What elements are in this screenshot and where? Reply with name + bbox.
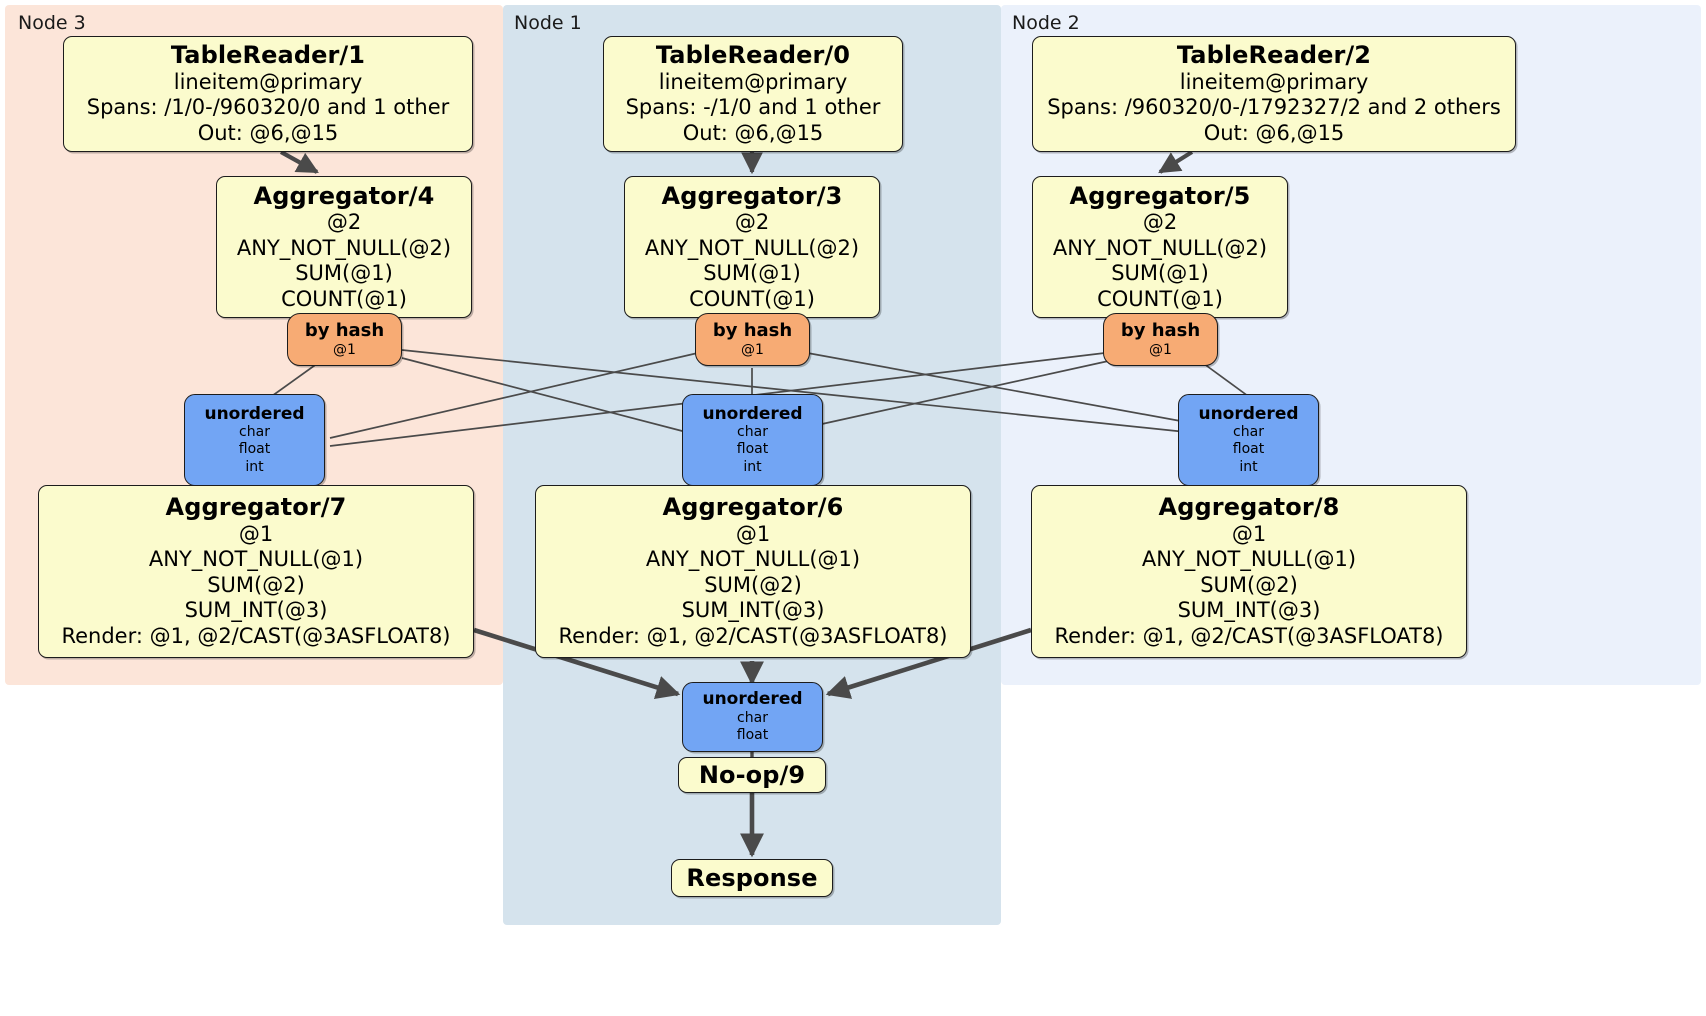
router-title: by hash xyxy=(1120,319,1201,341)
sync-line: float xyxy=(736,727,769,744)
node-line: SUM(@2) xyxy=(207,572,305,597)
table-reader-1[interactable]: TableReader/1 lineitem@primary Spans: /1… xyxy=(63,36,473,152)
node-line: Out: @6,@15 xyxy=(682,120,824,145)
router-title: by hash xyxy=(304,319,385,341)
sync-title: unordered xyxy=(204,403,305,424)
no-op-9[interactable]: No-op/9 xyxy=(678,757,826,793)
node-title: TableReader/1 xyxy=(170,41,366,70)
aggregator-8[interactable]: Aggregator/8 @1 ANY_NOT_NULL(@1) SUM(@2)… xyxy=(1031,485,1467,658)
sync-title: unordered xyxy=(702,403,803,424)
node-line: COUNT(@1) xyxy=(1097,286,1223,311)
router-line: @1 xyxy=(741,341,764,358)
router-by-hash-node1[interactable]: by hash @1 xyxy=(695,313,810,366)
node-line: @2 xyxy=(1142,209,1178,234)
sync-line: float xyxy=(1232,441,1265,458)
node-title: Response xyxy=(686,863,818,892)
router-by-hash-node3[interactable]: by hash @1 xyxy=(287,313,402,366)
sync-line: int xyxy=(1239,458,1258,475)
node-line: @1 xyxy=(735,521,771,546)
node-line: lineitem@primary xyxy=(658,69,848,94)
node-line: Out: @6,@15 xyxy=(1203,120,1345,145)
node-title: Aggregator/4 xyxy=(253,181,435,210)
node-line: @2 xyxy=(734,209,770,234)
router-title: by hash xyxy=(712,319,793,341)
node-title: No-op/9 xyxy=(698,760,806,789)
node-line: SUM(@2) xyxy=(704,572,802,597)
sync-title: unordered xyxy=(702,689,803,710)
sync-line: int xyxy=(245,458,264,475)
table-reader-2[interactable]: TableReader/2 lineitem@primary Spans: /9… xyxy=(1032,36,1516,152)
sync-line: float xyxy=(238,441,271,458)
node-line: ANY_NOT_NULL(@1) xyxy=(1141,547,1357,572)
node-line: COUNT(@1) xyxy=(689,286,815,311)
cluster-label-node1: Node 1 xyxy=(514,12,582,34)
node-line: SUM(@1) xyxy=(1111,261,1209,286)
node-line: SUM(@1) xyxy=(703,261,801,286)
synchronizer-unordered-final[interactable]: unordered char float xyxy=(682,682,823,752)
node-line: SUM_INT(@3) xyxy=(1177,598,1321,623)
sync-line: char xyxy=(737,423,768,440)
node-title: Aggregator/3 xyxy=(661,181,843,210)
sync-title: unordered xyxy=(1198,403,1299,424)
node-line: Spans: /1/0-/960320/0 and 1 other xyxy=(86,95,450,120)
node-title: Aggregator/7 xyxy=(165,493,347,522)
node-title: Aggregator/6 xyxy=(662,493,844,522)
sync-line: char xyxy=(737,709,768,726)
node-line: lineitem@primary xyxy=(1179,69,1369,94)
node-line: ANY_NOT_NULL(@2) xyxy=(644,235,860,260)
aggregator-7[interactable]: Aggregator/7 @1 ANY_NOT_NULL(@1) SUM(@2)… xyxy=(38,485,474,658)
node-line: SUM(@2) xyxy=(1200,572,1298,597)
node-line: ANY_NOT_NULL(@1) xyxy=(148,547,364,572)
node-title: TableReader/2 xyxy=(1176,41,1372,70)
node-line: ANY_NOT_NULL(@2) xyxy=(236,235,452,260)
node-line: @1 xyxy=(1231,521,1267,546)
router-line: @1 xyxy=(1149,341,1172,358)
table-reader-0[interactable]: TableReader/0 lineitem@primary Spans: -/… xyxy=(603,36,903,152)
cluster-label-node3: Node 3 xyxy=(18,12,86,34)
sync-line: char xyxy=(239,423,270,440)
node-line: SUM_INT(@3) xyxy=(184,598,328,623)
node-line: Render: @1, @2/CAST(@3ASFLOAT8) xyxy=(1054,624,1444,649)
node-line: Out: @6,@15 xyxy=(197,120,339,145)
aggregator-4[interactable]: Aggregator/4 @2 ANY_NOT_NULL(@2) SUM(@1)… xyxy=(216,176,472,318)
node-title: Aggregator/5 xyxy=(1069,181,1251,210)
node-line: Render: @1, @2/CAST(@3ASFLOAT8) xyxy=(558,624,948,649)
sync-line: char xyxy=(1233,423,1264,440)
node-line: @2 xyxy=(326,209,362,234)
response-node[interactable]: Response xyxy=(671,859,833,897)
cluster-label-node2: Node 2 xyxy=(1012,12,1080,34)
synchronizer-unordered-node2[interactable]: unordered char float int xyxy=(1178,394,1319,486)
sync-line: int xyxy=(743,458,762,475)
node-line: Spans: /960320/0-/1792327/2 and 2 others xyxy=(1047,95,1501,120)
synchronizer-unordered-node1[interactable]: unordered char float int xyxy=(682,394,823,486)
sync-line: float xyxy=(736,441,769,458)
router-by-hash-node2[interactable]: by hash @1 xyxy=(1103,313,1218,366)
node-line: Spans: -/1/0 and 1 other xyxy=(625,95,881,120)
node-line: @1 xyxy=(238,521,274,546)
aggregator-3[interactable]: Aggregator/3 @2 ANY_NOT_NULL(@2) SUM(@1)… xyxy=(624,176,880,318)
aggregator-5[interactable]: Aggregator/5 @2 ANY_NOT_NULL(@2) SUM(@1)… xyxy=(1032,176,1288,318)
node-line: ANY_NOT_NULL(@1) xyxy=(645,547,861,572)
node-line: SUM(@1) xyxy=(295,261,393,286)
node-line: Render: @1, @2/CAST(@3ASFLOAT8) xyxy=(61,624,451,649)
router-line: @1 xyxy=(333,341,356,358)
node-line: SUM_INT(@3) xyxy=(681,598,825,623)
aggregator-6[interactable]: Aggregator/6 @1 ANY_NOT_NULL(@1) SUM(@2)… xyxy=(535,485,971,658)
node-line: lineitem@primary xyxy=(173,69,363,94)
node-title: TableReader/0 xyxy=(655,41,851,70)
synchronizer-unordered-node3[interactable]: unordered char float int xyxy=(184,394,325,486)
node-line: COUNT(@1) xyxy=(281,286,407,311)
node-title: Aggregator/8 xyxy=(1158,493,1340,522)
node-line: ANY_NOT_NULL(@2) xyxy=(1052,235,1268,260)
